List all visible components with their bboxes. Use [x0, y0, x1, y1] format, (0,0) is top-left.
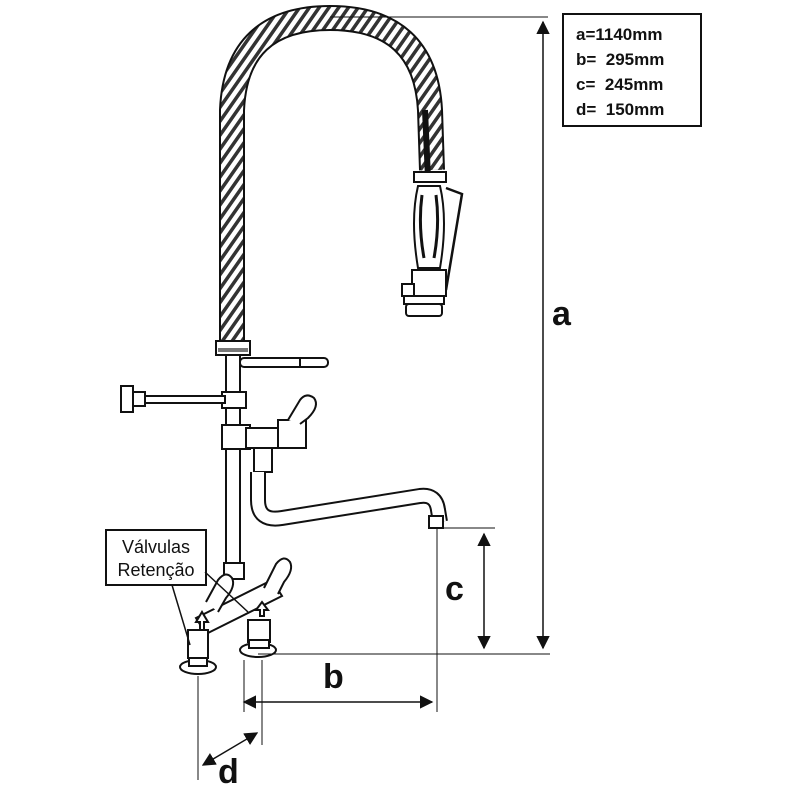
legend-box: a=1140mm b= 295mm c= 245mm d= 150mm — [562, 13, 702, 127]
dimension-a: a — [258, 16, 572, 655]
swing-spout — [250, 472, 448, 529]
callout-line-2: Retenção — [117, 560, 194, 580]
dimension-c-label: c — [445, 570, 464, 608]
callout-line-1: Válvulas — [122, 537, 190, 557]
dimension-a-label: a — [552, 295, 572, 333]
dimension-b-label: b — [323, 658, 344, 696]
coil-spring — [219, 4, 445, 340]
dimension-b: b — [242, 528, 438, 745]
wall-bracket — [120, 385, 226, 413]
deck-mount — [179, 557, 293, 675]
mixer-valve — [245, 394, 317, 473]
legend-line-c: c= 245mm — [576, 75, 663, 94]
hose — [422, 109, 431, 179]
legend-line-d: d= 150mm — [576, 100, 664, 119]
spray-head — [401, 171, 464, 317]
dimension-c: c — [440, 527, 495, 650]
upper-bracket — [239, 357, 329, 368]
check-valve-callout: Válvulas Retenção — [105, 529, 249, 646]
legend-line-b: b= 295mm — [576, 50, 664, 69]
dimension-d: d — [197, 660, 259, 791]
riser-column — [215, 340, 251, 580]
legend-line-a: a=1140mm — [576, 25, 663, 44]
dimension-d-label: d — [218, 753, 239, 791]
